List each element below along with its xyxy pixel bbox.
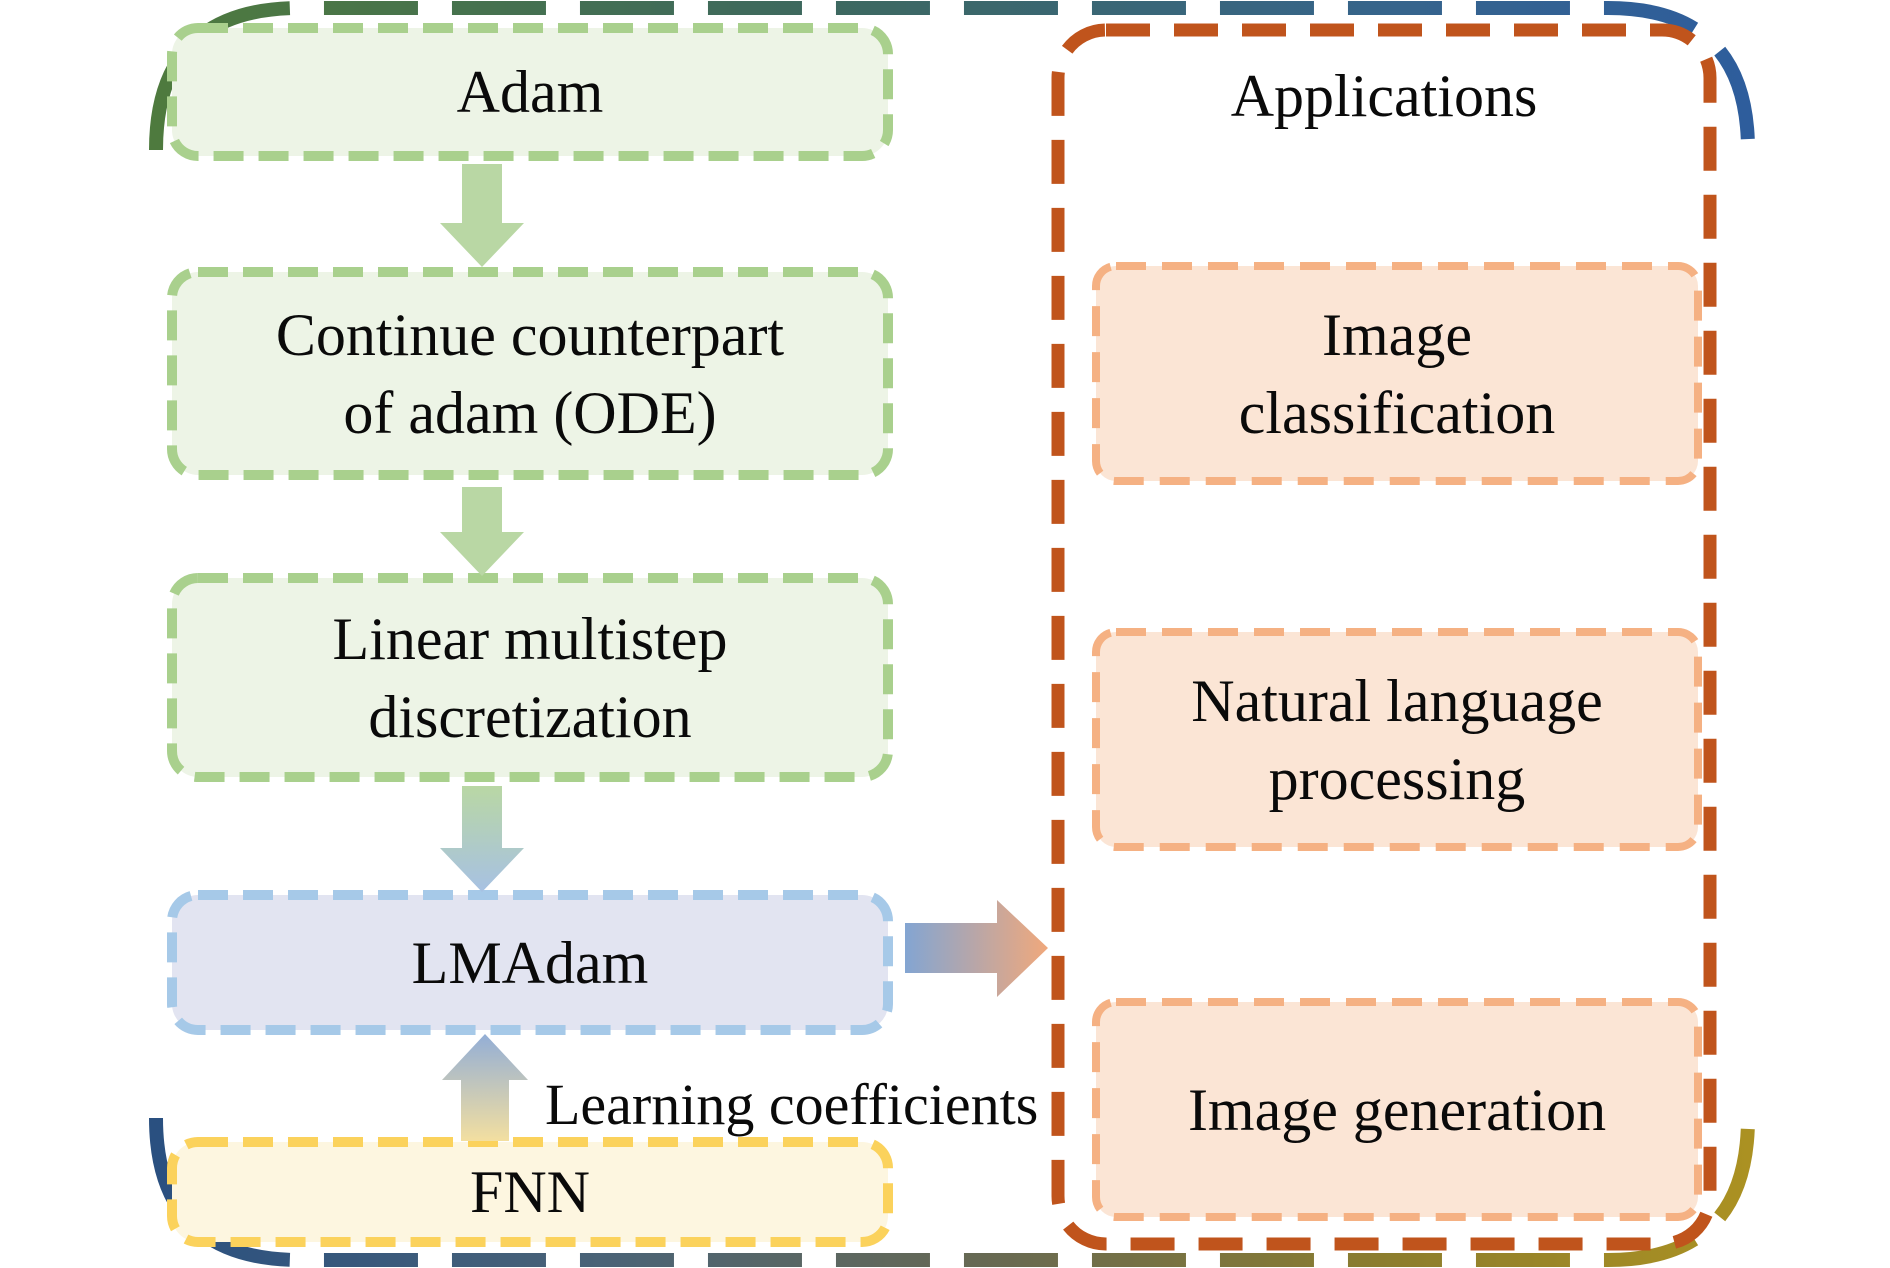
lmadam-box xyxy=(167,890,893,1035)
image-generation-label: Image generation xyxy=(1187,1076,1607,1143)
learning-coefficients-note: Learning coefficients xyxy=(545,1072,1039,1137)
outer-frame-bottom xyxy=(149,1117,1755,1267)
down-arrow-ode-to-discretization-icon xyxy=(440,487,524,576)
discretization-box xyxy=(167,573,893,782)
image-classification-box xyxy=(1092,262,1702,485)
lmadam-label: LMAdam xyxy=(411,929,649,996)
fnn-box xyxy=(167,1137,893,1247)
discretization-label: Linear multistep discretization xyxy=(332,605,728,750)
applications-title: Applications xyxy=(1230,63,1538,129)
down-arrow-adam-to-ode-icon xyxy=(440,164,524,267)
nlp-label: Natural language processing xyxy=(1191,667,1603,812)
ode-label: Continue counterpart of adam (ODE) xyxy=(275,301,785,446)
nlp-box xyxy=(1092,628,1702,851)
ode-box xyxy=(167,267,893,480)
adam-box xyxy=(167,23,893,161)
fnn-label: FNN xyxy=(469,1159,591,1225)
applications-box xyxy=(1051,23,1717,1251)
image-generation-box xyxy=(1092,998,1702,1221)
down-arrow-discretization-to-lmadam-icon xyxy=(440,786,524,892)
image-classification-label: Image classification xyxy=(1238,301,1556,446)
up-arrow-fnn-to-lmadam-icon xyxy=(442,1034,528,1141)
adam-label: Adam xyxy=(456,59,604,125)
right-arrow-lmadam-to-applications-icon xyxy=(905,900,1048,997)
